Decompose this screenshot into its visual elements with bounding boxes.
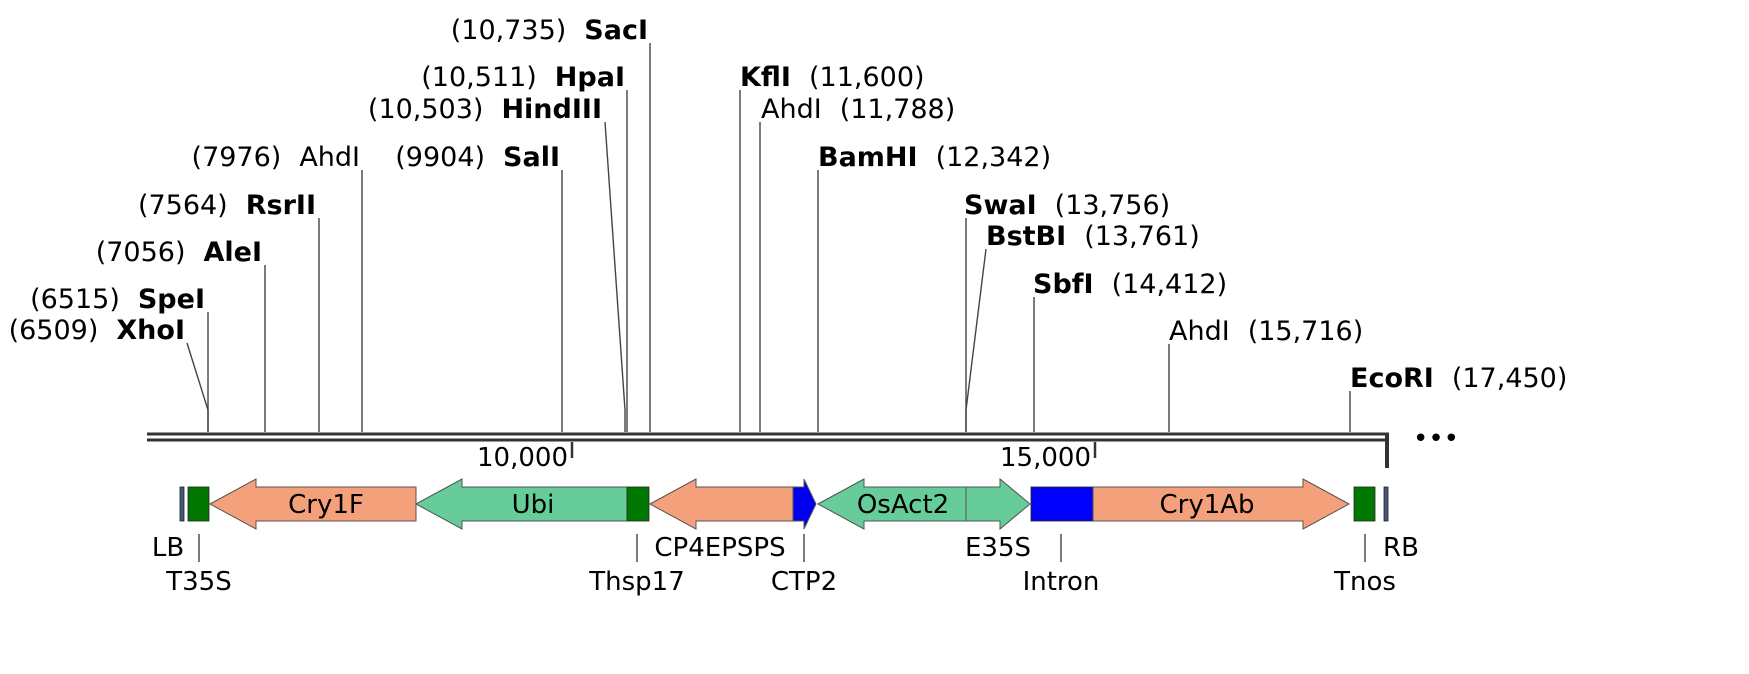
restriction-site-hpai: HpaI (10,511) [421, 62, 628, 432]
feature-ctp2-arrow [792, 478, 817, 530]
site-name: BstBI [986, 221, 1066, 252]
feature-e35s: E35S [965, 477, 1031, 563]
site-name: AhdI [1169, 316, 1230, 347]
site-name: AhdI [299, 142, 360, 173]
site-position: (7976) [192, 142, 282, 173]
feature-e35s-arrow [965, 477, 1031, 531]
site-position: (6509) [9, 315, 99, 346]
site-position: (13,761) [1084, 221, 1200, 252]
feature-rb-box [1383, 486, 1389, 522]
feature-label: CP4EPSPS [654, 533, 785, 563]
site-name: SwaI [964, 190, 1037, 221]
feature-thsp17: Thsp17 [588, 486, 685, 597]
restriction-site-bamhi: BamHI (12,342) [817, 142, 1052, 432]
site-position: (12,342) [936, 142, 1052, 173]
restriction-site-hindiii: HindIII (10,503) [368, 94, 626, 432]
feature-thsp17-box [626, 486, 650, 522]
feature-lb: LB [152, 486, 185, 563]
site-position: (11,788) [840, 94, 956, 125]
scale-tick: 10,000 [477, 442, 574, 473]
site-name: KflI [740, 62, 791, 93]
feature-intron: Intron [1023, 486, 1100, 597]
feature-label: Thsp17 [588, 567, 685, 597]
restriction-site-spei: SpeI (6515) [30, 284, 209, 432]
site-name: BamHI [818, 142, 918, 173]
feature-intron-box [1030, 486, 1094, 522]
site-position: (13,756) [1055, 190, 1171, 221]
restriction-site-sali: SalI (9904) [395, 142, 563, 432]
scale-tick: 15,000 [1000, 442, 1097, 473]
scale-tick-label: 15,000 [1000, 443, 1091, 473]
restriction-site-saci: SacI (10,735) [451, 15, 651, 432]
feature-label: Cry1Ab [1159, 490, 1254, 520]
feature-cp4epsps: CP4EPSPS [648, 478, 794, 563]
site-name: AleI [203, 237, 262, 268]
restriction-site-swai: SwaI (13,756) [964, 190, 1170, 432]
site-position: (6515) [30, 284, 120, 315]
feature-tnos: Tnos [1333, 486, 1396, 597]
feature-tnos-box [1353, 486, 1376, 522]
scale-tick-label: 10,000 [477, 443, 568, 473]
site-leader-line [186, 342, 209, 432]
feature-cry1ab-arrow [1092, 478, 1351, 530]
site-position: (14,412) [1112, 269, 1228, 300]
site-position: (7564) [138, 190, 228, 221]
feature-label: CTP2 [771, 567, 837, 597]
site-name: HpaI [555, 62, 625, 93]
feature-label: RB [1383, 533, 1419, 563]
site-position: (10,735) [451, 15, 567, 46]
feature-cry1ab: Cry1Ab [1092, 478, 1351, 530]
restriction-site-kfli: KflI (11,600) [739, 62, 925, 432]
site-leader-line [965, 248, 987, 432]
feature-label: OsAct2 [857, 490, 949, 520]
feature-t35s-box [187, 486, 210, 522]
site-position: (9904) [395, 142, 485, 173]
site-position: (17,450) [1452, 363, 1568, 394]
feature-label: Ubi [512, 490, 555, 520]
feature-label: E35S [965, 533, 1031, 563]
site-name: EcoRI [1350, 363, 1434, 394]
site-leader-line [604, 121, 626, 432]
feature-label: Tnos [1333, 567, 1396, 597]
site-position: (11,600) [809, 62, 925, 93]
sequence-backbone [147, 432, 1389, 468]
feature-label: LB [152, 533, 184, 563]
site-position: (7056) [96, 237, 186, 268]
site-name: SbfI [1033, 269, 1094, 300]
restriction-site-ecori: EcoRI (17,450) [1349, 363, 1568, 432]
site-name: SpeI [138, 284, 205, 315]
feature-osact2: OsAct2 [816, 478, 967, 530]
continuation-ellipsis: ••• [1413, 424, 1459, 454]
feature-label: T35S [165, 567, 231, 597]
feature-cry1f: Cry1F [208, 478, 417, 530]
site-position: (15,716) [1248, 316, 1364, 347]
site-position: (10,503) [368, 94, 484, 125]
restriction-site-sbfi: SbfI (14,412) [1033, 269, 1227, 432]
feature-cp4epsps-arrow [648, 478, 794, 530]
feature-lb-box [179, 486, 185, 522]
restriction-site-xhoi: XhoI (6509) [9, 315, 209, 432]
restriction-site-bstbi: BstBI (13,761) [965, 221, 1200, 432]
restriction-site-rsrii: RsrII (7564) [138, 190, 320, 432]
restriction-site-ahdi: AhdI (11,788) [759, 94, 956, 432]
feature-rb: RB [1383, 486, 1419, 563]
restriction-site-ahdi: AhdI (7976) [192, 142, 363, 432]
site-name: RsrII [246, 190, 316, 221]
restriction-site-ahdi: AhdI (15,716) [1168, 316, 1364, 432]
feature-label: Cry1F [288, 490, 364, 520]
site-name: SalI [503, 142, 560, 173]
restriction-site-alei: AleI (7056) [96, 237, 266, 432]
site-position: (10,511) [421, 62, 537, 93]
site-name: AhdI [761, 94, 822, 125]
site-name: SacI [584, 15, 648, 46]
site-name: XhoI [116, 315, 185, 346]
feature-ctp2: CTP2 [771, 478, 837, 597]
feature-label: Intron [1023, 567, 1100, 597]
feature-ubi: Ubi [414, 478, 628, 530]
site-name: HindIII [501, 94, 602, 125]
